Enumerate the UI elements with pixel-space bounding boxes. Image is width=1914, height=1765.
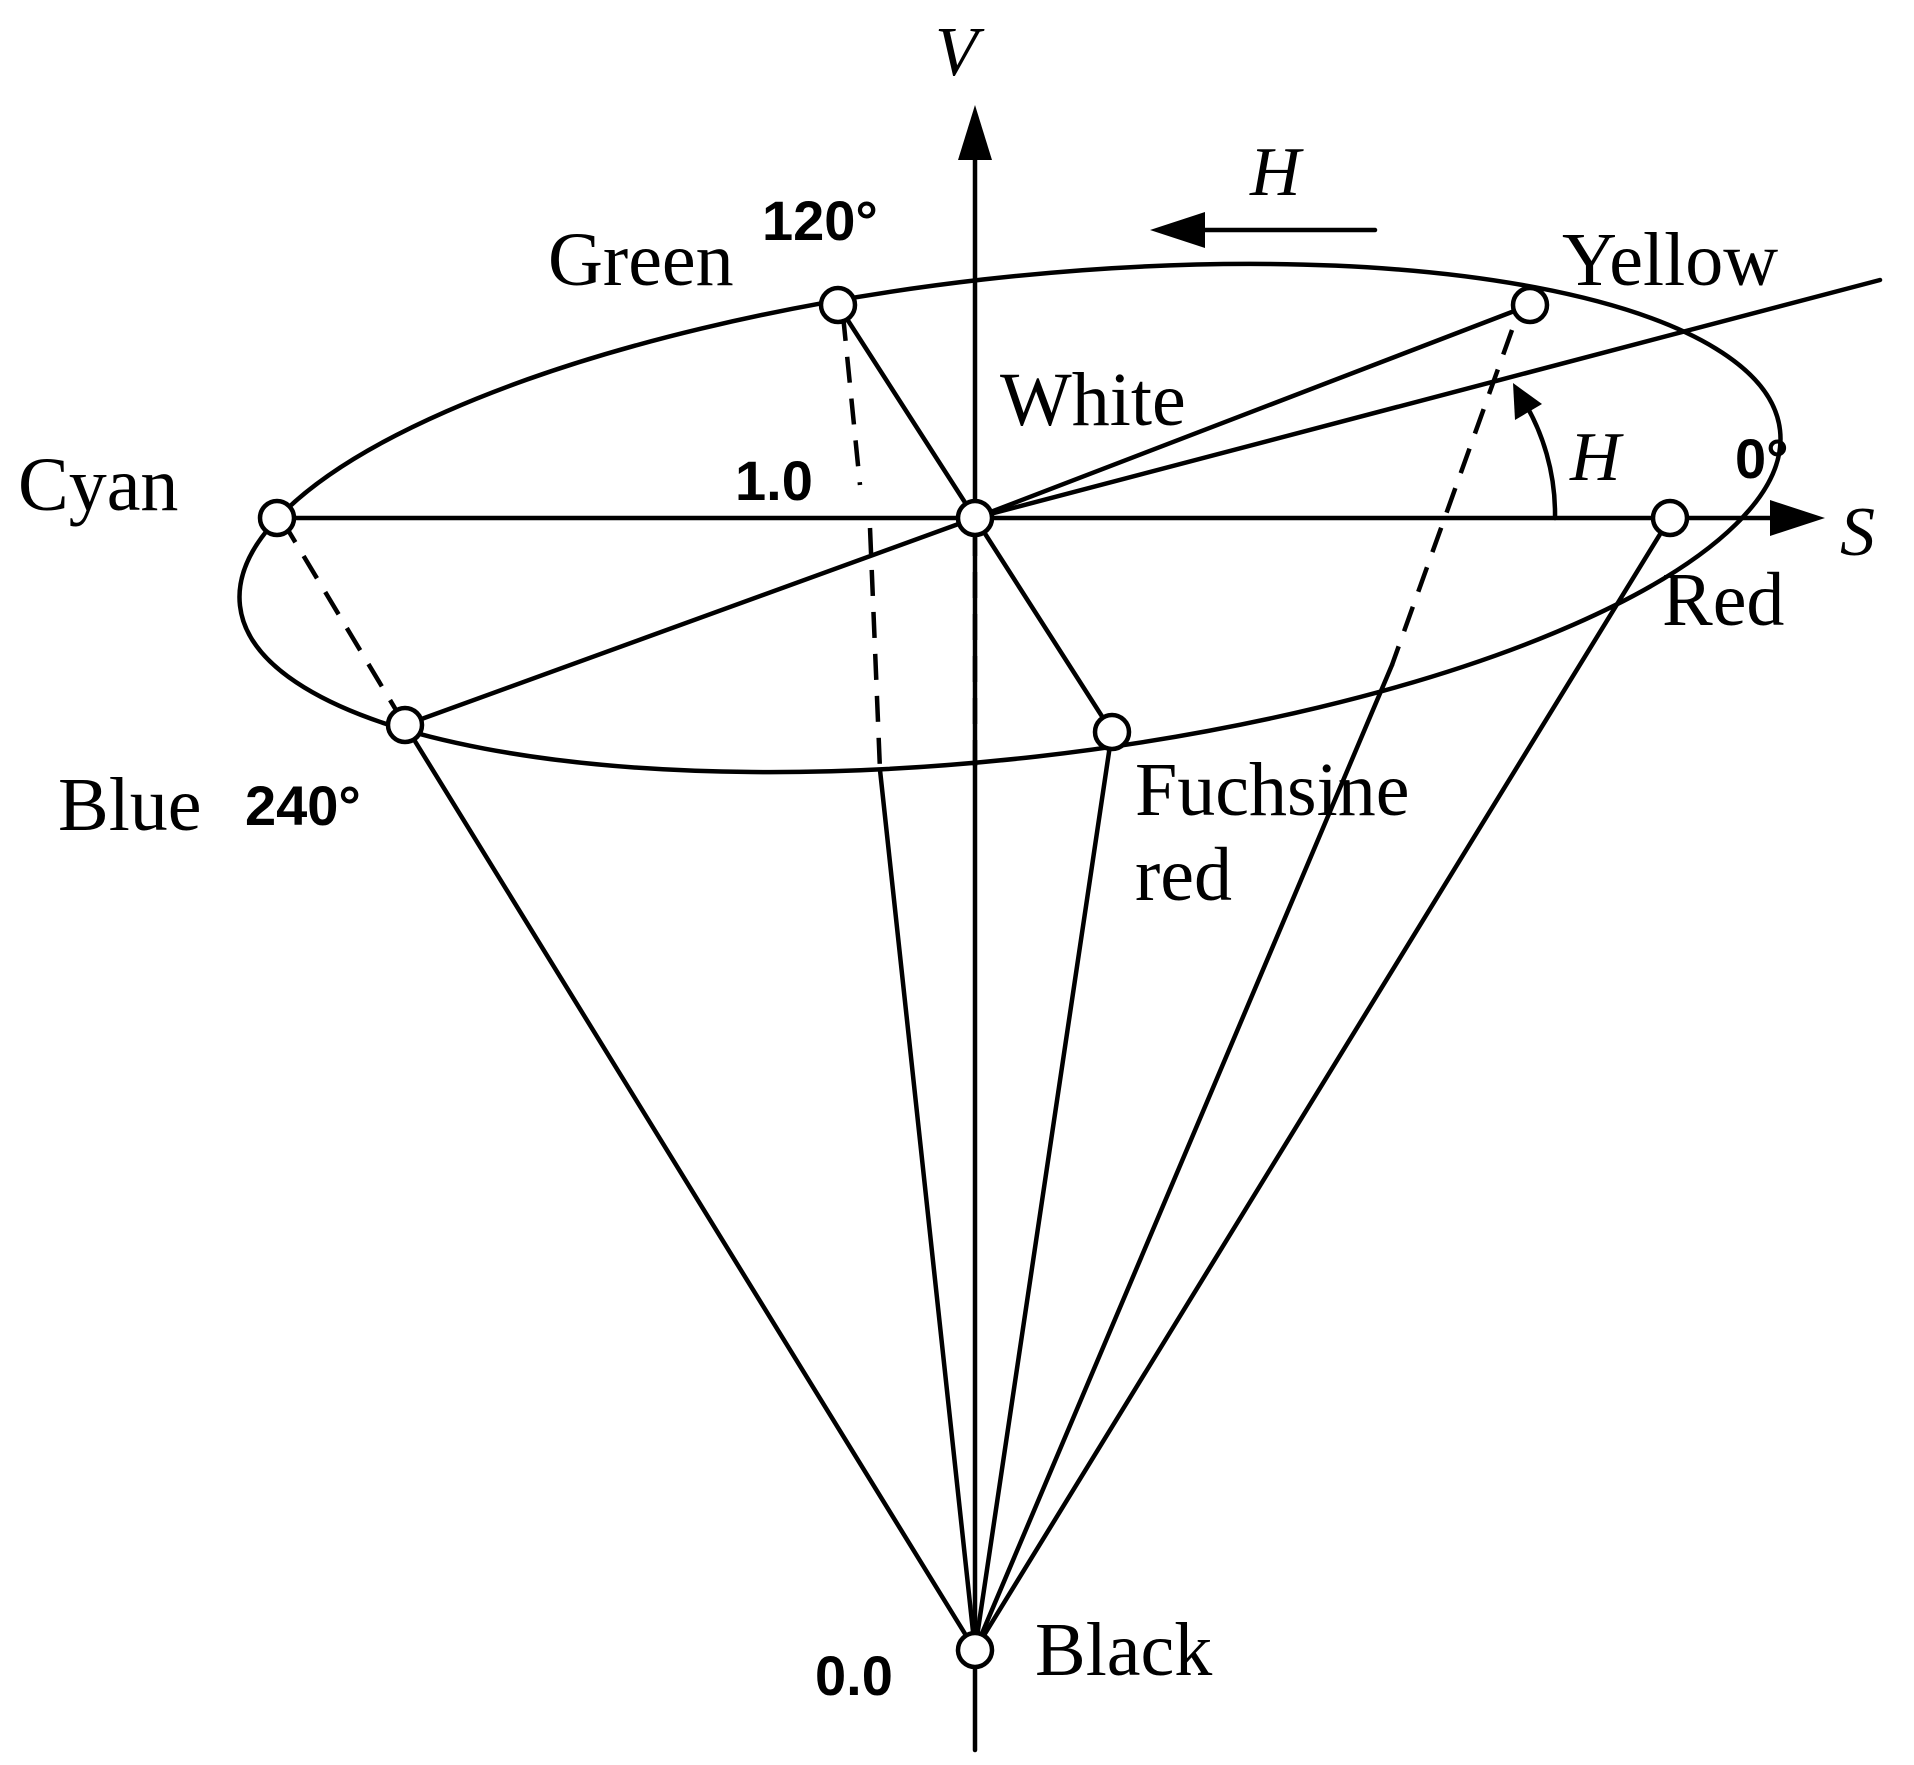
value-top-label: 1.0: [735, 449, 813, 512]
cyan-dashed-line: [280, 518, 407, 727]
node-cyan: [257, 498, 297, 538]
label-cyan: Cyan: [18, 443, 178, 527]
label-red: Red: [1662, 558, 1784, 642]
node-white: [955, 498, 995, 538]
hue-ellipse: [237, 261, 1783, 775]
label-black: Black: [1035, 1608, 1212, 1692]
angle-240-label: 240°: [245, 774, 361, 837]
node-fuchsine: [1092, 712, 1132, 752]
cone-green-line: [877, 767, 978, 1653]
hue-arrowhead: [1150, 212, 1205, 248]
white-to-blue-line: [402, 515, 978, 728]
label-blue: Blue: [58, 763, 202, 847]
s-axis-label: S: [1840, 494, 1875, 571]
cone-yellow-line: [972, 662, 1395, 1653]
cone-fuchsine-line: [972, 729, 1115, 1653]
hue-arc-label: H: [1569, 419, 1624, 496]
v-axis-arrowhead: [958, 105, 992, 160]
label-white: White: [1000, 358, 1186, 442]
node-blue: [385, 705, 425, 745]
node-green: [818, 285, 858, 325]
cone-blue-line: [402, 722, 978, 1653]
label-fuchsine-red: red: [1135, 833, 1232, 917]
v-axis-label: V: [935, 14, 985, 91]
node-red: [1650, 498, 1690, 538]
hue-direction-line: [972, 277, 1883, 521]
angle-0-label: 0°: [1735, 427, 1789, 490]
node-black: [955, 1630, 995, 1670]
white-to-green-line: [835, 302, 978, 521]
hue-arc-arrowhead: [1513, 383, 1542, 420]
label-yellow: Yellow: [1562, 218, 1778, 302]
node-yellow: [1510, 285, 1550, 325]
cone-red-line: [972, 515, 1673, 1653]
yellow-dashed-line: [1389, 329, 1515, 666]
white-to-fuchsine-line: [972, 515, 1115, 735]
value-bottom-label: 0.0: [815, 1644, 893, 1707]
s-axis-arrowhead: [1770, 500, 1825, 536]
green-dashed-line: [840, 314, 863, 486]
label-green: Green: [548, 218, 734, 302]
angle-120-label: 120°: [762, 189, 878, 252]
label-fuchsine: Fuchsine: [1135, 748, 1409, 832]
green-dashed-line-lower: [867, 527, 883, 771]
hue-top-label: H: [1249, 134, 1304, 211]
white-to-yellow-line: [972, 302, 1533, 521]
